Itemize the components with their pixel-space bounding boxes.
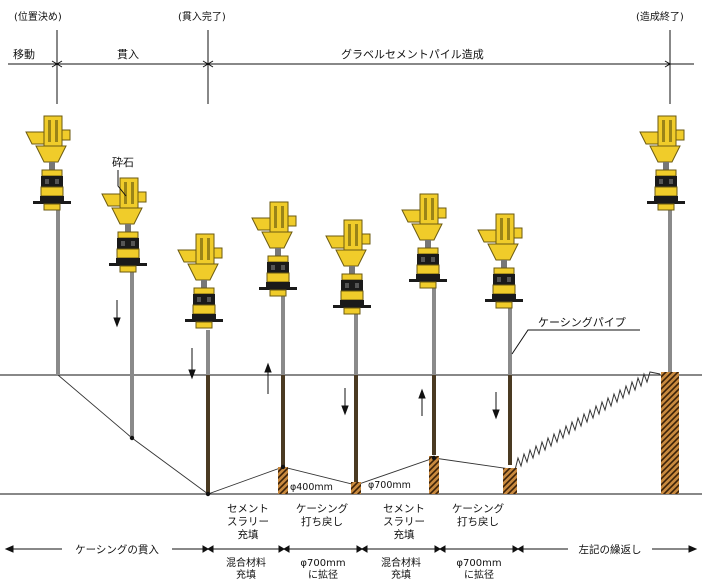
bottom-step-3-line2: 充填 bbox=[391, 568, 411, 579]
bottom-step-labels: 混合材料 充填 φ700mm に拡径 混合材料 充填 φ700mm に拡径 bbox=[226, 556, 502, 579]
timeline-label-bg-2 bbox=[568, 542, 652, 556]
rig-3 bbox=[177, 233, 224, 329]
trajectory-nodes bbox=[129, 435, 437, 497]
step-3-line3: 充填 bbox=[394, 528, 415, 541]
bottom-step-1-line1: 混合材料 bbox=[226, 556, 266, 569]
step-2-line2: 打ち戻し bbox=[301, 515, 343, 528]
timeline-label-bg-1 bbox=[62, 542, 172, 556]
phase-penetrate: 貫入 bbox=[117, 48, 139, 61]
step-1-line1: セメント bbox=[227, 503, 269, 515]
dimension-d700: φ700mm bbox=[368, 480, 411, 491]
formed-piles bbox=[278, 372, 679, 494]
step-1-line3: 充填 bbox=[238, 528, 259, 541]
bottom-step-3-line1: 混合材料 bbox=[381, 556, 421, 569]
rig-4 bbox=[251, 201, 298, 297]
label-finish: (造成終了) bbox=[636, 10, 684, 23]
bottom-phase-casing-penetration: ケーシングの貫入 bbox=[75, 543, 159, 556]
step-3-line1: セメント bbox=[383, 503, 425, 515]
crushed-stone-leader bbox=[117, 170, 127, 197]
step-4-line2: 打ち戻し bbox=[457, 515, 499, 528]
bottom-step-4-line2: に拡径 bbox=[464, 568, 494, 579]
rig-2 bbox=[101, 177, 148, 273]
bottom-step-2-line1: φ700mm bbox=[300, 558, 345, 569]
phase-pile-forming: グラベルセメントパイル造成 bbox=[341, 47, 484, 61]
phase-dimension-line bbox=[8, 30, 694, 104]
bottom-phase-repeat: 左記の繰返し bbox=[579, 543, 642, 556]
repeat-zigzag bbox=[514, 371, 661, 471]
underground-rods bbox=[206, 375, 512, 494]
bottom-step-2-line2: に拡径 bbox=[308, 568, 338, 579]
rig-6 bbox=[401, 193, 448, 289]
casing-pipe-leader bbox=[511, 329, 640, 355]
label-start: (位置決め) bbox=[14, 10, 62, 23]
label-penetration-done: (貫入完了) bbox=[178, 10, 226, 23]
rig-5 bbox=[325, 219, 372, 315]
rig-7 bbox=[477, 213, 524, 309]
bottom-step-4-line1: φ700mm bbox=[456, 558, 501, 569]
step-labels: セメント スラリー 充填 ケーシング 打ち戻し セメント スラリー 充填 ケーシ… bbox=[227, 502, 505, 541]
casing-rods bbox=[56, 199, 672, 438]
callout-casing-pipe: ケーシングパイプ bbox=[538, 315, 626, 329]
motion-arrows bbox=[113, 300, 500, 420]
callout-crushed-stone: 砕石 bbox=[112, 155, 134, 169]
bottom-step-1-line2: 充填 bbox=[236, 568, 256, 579]
step-1-line2: スラリー bbox=[227, 516, 269, 528]
step-3-line2: スラリー bbox=[383, 516, 425, 528]
phase-move: 移動 bbox=[13, 47, 35, 61]
rig-1 bbox=[25, 115, 72, 211]
step-2-line1: ケーシング bbox=[296, 502, 349, 515]
rig-8 bbox=[639, 115, 686, 211]
dimension-d400: φ400mm bbox=[290, 482, 333, 493]
step-4-line1: ケーシング bbox=[452, 502, 505, 515]
